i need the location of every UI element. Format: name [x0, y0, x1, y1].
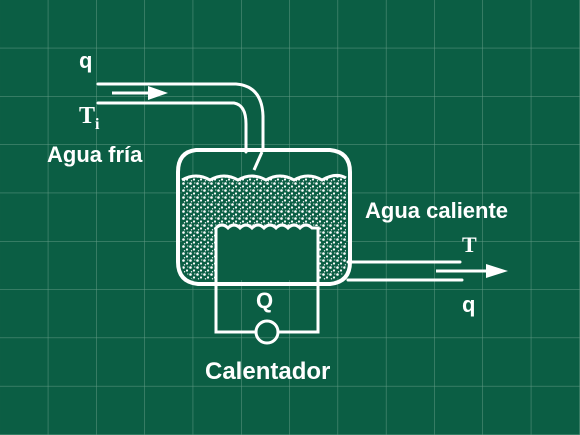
heater-coil: [214, 223, 320, 282]
hot-water-label: Agua caliente: [365, 198, 509, 223]
inlet-temp-label: Ti: [79, 103, 99, 133]
heater-symbol: [254, 319, 280, 345]
inlet-temp-subscript: i: [95, 116, 100, 133]
outlet-pipe: [346, 260, 464, 282]
inlet-arrow: [112, 86, 168, 100]
inlet-pipe: [96, 82, 265, 154]
tank-outline: [176, 148, 352, 286]
outlet-temp-label: T: [462, 232, 477, 257]
inlet-stream: [252, 151, 264, 171]
outlet-flow-label: q: [462, 292, 476, 317]
heater-label: Calentador: [205, 358, 331, 385]
water-surface: [181, 173, 347, 182]
inlet-temp-main: T: [79, 103, 96, 129]
heater-circuit: [214, 282, 320, 345]
cold-water-label: Agua fría: [47, 142, 143, 167]
inlet-flow-label: q: [79, 48, 93, 73]
heat-label: Q: [256, 288, 274, 313]
outlet-arrow: [436, 264, 508, 278]
